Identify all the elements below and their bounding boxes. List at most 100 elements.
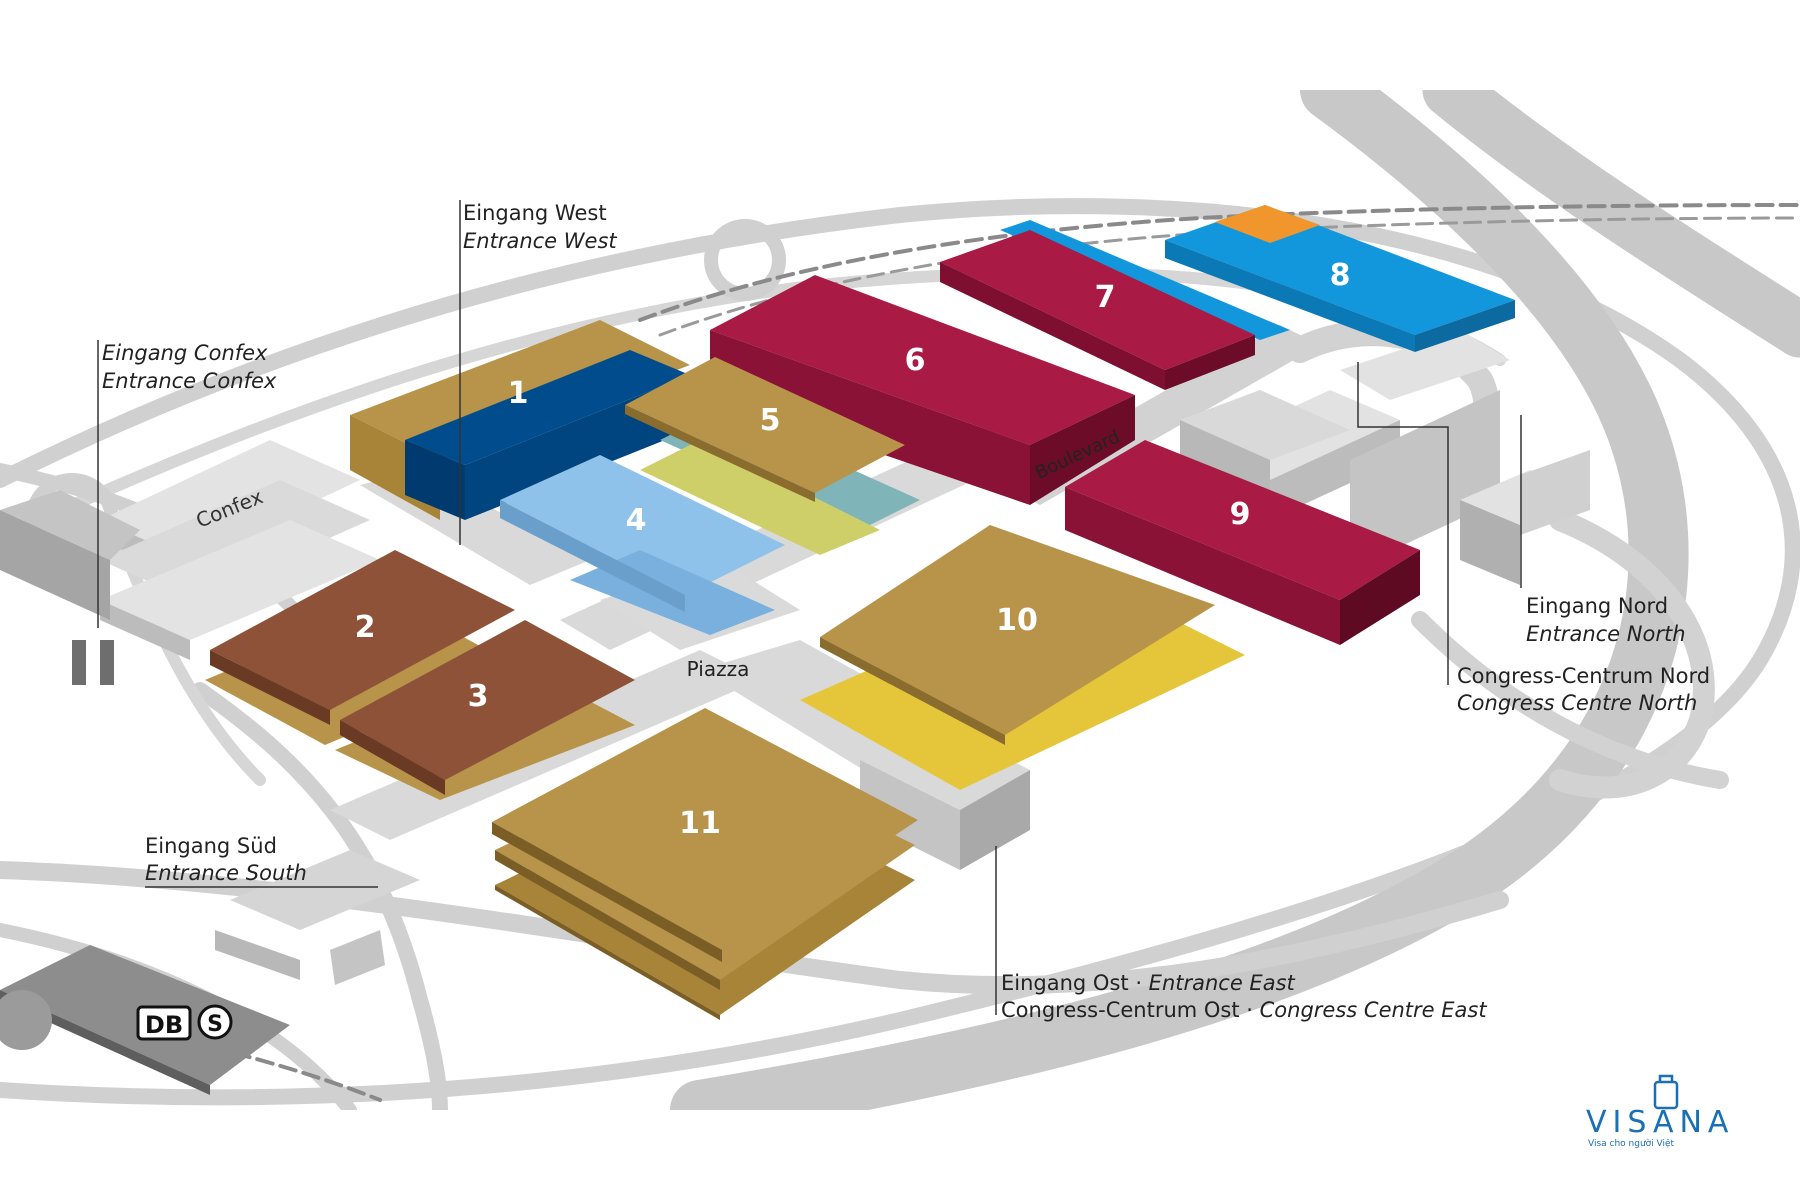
south-entrance-building xyxy=(230,850,420,930)
hall-5-top xyxy=(625,357,905,493)
hall-5-front xyxy=(625,405,815,502)
west-parking-pillar xyxy=(72,640,86,685)
db-logo-box xyxy=(136,1005,192,1041)
east-entrance-front xyxy=(960,770,1030,870)
hall-8-number: 8 xyxy=(1330,258,1351,293)
congress-north-block2 xyxy=(1340,330,1510,400)
exhibition-halls: 8 7 6 1 xyxy=(205,205,1515,1020)
hall-4-top xyxy=(500,455,785,595)
congress-north-front xyxy=(1270,420,1400,520)
entrance-confex-en: Entrance Confex xyxy=(102,369,277,393)
hall-5-number: 5 xyxy=(760,403,781,438)
s-bahn-logo-text: S xyxy=(207,1012,223,1037)
luggage-icon xyxy=(1653,1080,1679,1110)
hall-9-number: 9 xyxy=(1230,497,1251,532)
highway-curve xyxy=(670,90,1689,1110)
north-hall-annex xyxy=(1180,390,1350,460)
hall-6-number: 6 xyxy=(905,343,926,378)
hall-5-lower-yellow xyxy=(640,440,880,555)
station-front xyxy=(0,990,210,1095)
hall-10[interactable]: 10 xyxy=(820,525,1215,745)
brand-name: VISANA xyxy=(1586,1105,1734,1140)
entrance-north-en: Entrance North xyxy=(1526,622,1686,646)
hall-11-layer-bottom-front xyxy=(495,885,720,1020)
station-dome xyxy=(0,990,52,1050)
west-parking-top xyxy=(0,490,140,560)
hall-2-front xyxy=(210,650,330,725)
confex-building-mid xyxy=(100,480,370,600)
hall-3-front xyxy=(340,720,445,795)
piazza-label: Piazza xyxy=(687,657,750,681)
west-road-2 xyxy=(114,534,266,786)
hall-7[interactable]: 7 xyxy=(940,230,1255,390)
east-entrance-left xyxy=(860,760,960,870)
visana-logo: VISANA Visa cho người Việt xyxy=(1586,1074,1734,1149)
hall-8-front xyxy=(1165,240,1415,352)
congress-centre-east-line: Congress-Centrum Ost · Congress Centre E… xyxy=(1001,998,1487,1022)
entrance-labels: Eingang West Entrance West Eingang Confe… xyxy=(102,201,1710,1022)
hall-10-top xyxy=(820,525,1215,735)
hall-4-front xyxy=(500,500,685,612)
hall-6-top xyxy=(710,275,1135,445)
callout-ccn xyxy=(1357,362,1449,685)
hall-6-front xyxy=(710,330,1030,505)
north-entrance-block2 xyxy=(1520,450,1590,535)
hall-11-front xyxy=(492,822,722,962)
entrance-west-en: Entrance West xyxy=(463,229,617,253)
entrance-east-en: Entrance East xyxy=(1149,971,1296,995)
hall-9[interactable]: 9 xyxy=(1065,440,1420,645)
hall-6-end xyxy=(1030,395,1135,505)
hall-2[interactable]: 2 xyxy=(205,550,515,745)
hall-5[interactable]: 5 xyxy=(625,357,920,555)
hall-10-front xyxy=(820,637,1005,745)
hall-8-top xyxy=(1165,205,1515,335)
entrance-east-line: Eingang Ost · Entrance East xyxy=(1001,971,1296,995)
hall-9-end xyxy=(1340,550,1420,645)
highway-ramp xyxy=(1422,90,1800,358)
hall-3-top xyxy=(340,620,635,780)
hall-6[interactable]: 6 xyxy=(710,275,1135,505)
congress-centre-north-en: Congress Centre North xyxy=(1457,691,1697,715)
hall-11-number: 11 xyxy=(679,806,721,841)
right-loop-2 xyxy=(1411,611,1729,789)
west-parking-pillar-2 xyxy=(100,640,114,685)
congress-centre-east-sep: · xyxy=(1240,998,1260,1022)
entrance-south-de: Eingang Süd xyxy=(145,834,277,858)
hall-3-number: 3 xyxy=(468,679,489,714)
hall-8[interactable]: 8 xyxy=(1165,205,1515,352)
confex-building-low-side xyxy=(100,600,190,660)
south-entrance-steps xyxy=(215,930,300,980)
s-bahn-logo-circle xyxy=(197,1004,233,1040)
db-logo-text: DB xyxy=(145,1011,183,1039)
hall-7-front xyxy=(940,262,1165,390)
roundabout-north xyxy=(704,219,786,301)
hall-11-top xyxy=(492,708,918,950)
confex-building-low xyxy=(100,520,380,640)
congress-centre-east-en: Congress Centre East xyxy=(1260,998,1488,1022)
brand-tagline: Visa cho người Việt xyxy=(1588,1138,1675,1149)
north-entrance-front xyxy=(1460,500,1520,585)
hall-8-end xyxy=(1415,300,1515,352)
hall-2-top xyxy=(210,550,515,710)
right-loop xyxy=(1549,509,1715,799)
hall-1-number: 1 xyxy=(508,376,529,411)
hall-1-front-blue xyxy=(405,440,465,520)
confex-building-top xyxy=(100,440,360,560)
hall-11[interactable]: 11 xyxy=(492,708,918,1020)
rail-line-north xyxy=(638,203,1800,322)
entrance-north-de: Eingang Nord xyxy=(1526,594,1668,618)
hall-7-end xyxy=(1165,335,1255,390)
hall-7-number: 7 xyxy=(1095,280,1116,315)
hall-4-number: 4 xyxy=(626,503,647,538)
hall-11-layer-mid-front xyxy=(495,850,720,990)
luggage-handle-icon xyxy=(1658,1074,1674,1082)
south-entrance-steps-2 xyxy=(330,930,385,985)
entrance-confex-de: Eingang Confex xyxy=(102,341,268,365)
entrance-west-de: Eingang West xyxy=(463,201,607,225)
west-parking-structure xyxy=(0,510,110,620)
hall-7-top xyxy=(940,230,1255,370)
entrance-east-sep: · xyxy=(1129,971,1149,995)
hall-3[interactable]: 3 xyxy=(335,620,635,800)
congress-centre-east-de: Congress-Centrum Ost xyxy=(1001,998,1240,1022)
hall-4[interactable]: 4 xyxy=(500,455,785,635)
